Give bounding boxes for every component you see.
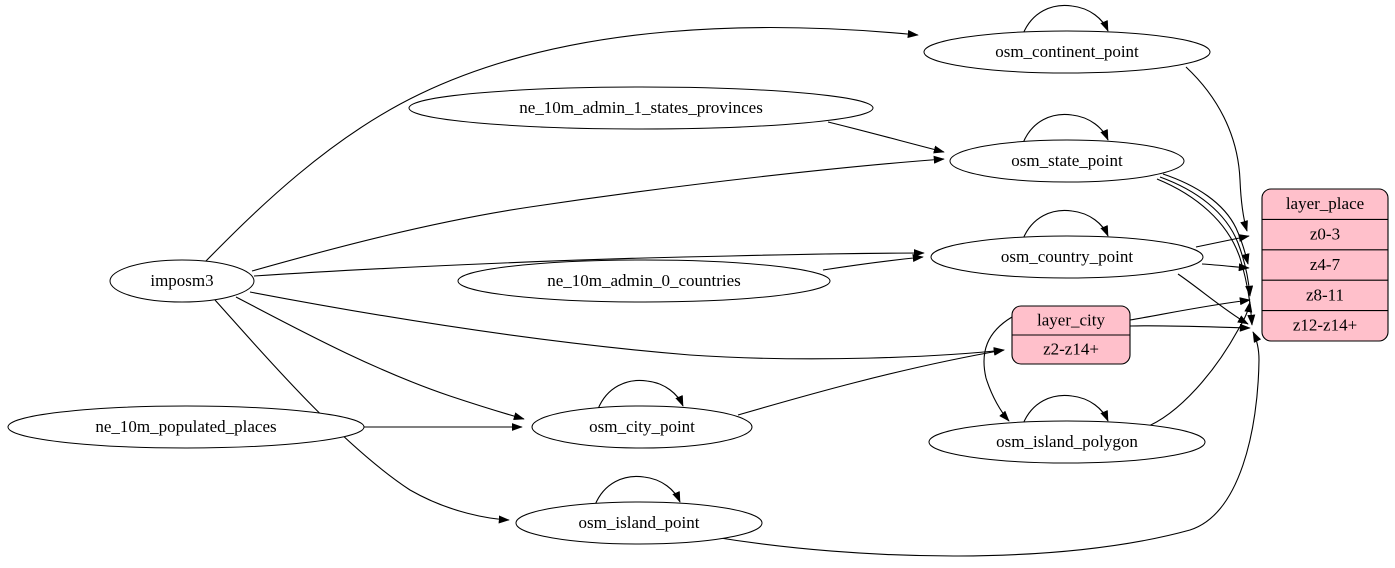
record-layer: layer_city z2-z14+ layer_place z0-3 z4-7 z8-1… — [1011, 188, 1389, 365]
edge-selfloop-osm_continent_point — [1022, 4, 1109, 35]
node-label-osm_city_point: osm_city_point — [589, 417, 695, 436]
node-imposm3[interactable]: imposm3 — [109, 259, 255, 303]
node-ne_countries[interactable]: ne_10m_admin_0_countries — [457, 259, 831, 303]
node-label-osm_island_polygon: osm_island_polygon — [996, 432, 1138, 451]
edge-osm_country_point-to-layer_place-z12-z14+ — [1177, 273, 1249, 325]
node-shape-ne_countries — [457, 259, 831, 303]
edge-selfloop-osm_country_point — [1022, 209, 1109, 240]
record-row-layer_city-1[interactable]: z2-z14+ — [1043, 339, 1099, 358]
node-ne_populated[interactable]: ne_10m_populated_places — [7, 405, 365, 449]
record-row-layer_place-3[interactable]: z8-11 — [1306, 285, 1344, 304]
node-osm_state_point[interactable]: osm_state_point — [949, 139, 1185, 183]
node-shape-ne_states — [408, 86, 874, 130]
edge-imposm3-to-osm_city_point — [235, 296, 525, 421]
node-osm_island_point[interactable]: osm_island_point — [515, 501, 763, 545]
node-osm_island_polygon[interactable]: osm_island_polygon — [928, 420, 1206, 464]
edge-osm_island_polygon-to-layer_place-z8-11 — [1143, 301, 1253, 429]
node-shape-osm_island_polygon — [928, 420, 1206, 464]
edge-imposm3-to-layer_city — [249, 291, 1005, 360]
node-shape-osm_state_point — [949, 139, 1185, 183]
edge-imposm3-to-osm_island_point — [214, 299, 510, 524]
record-row-layer_place-1[interactable]: z0-3 — [1310, 225, 1340, 244]
edge-layer_city-to-layer_place-z8-11 — [1129, 297, 1251, 321]
node-label-ne_countries: ne_10m_admin_0_countries — [547, 271, 741, 290]
node-shape-osm_city_point — [531, 405, 753, 449]
edge-osm_country_point-to-layer_place-z0-3 — [1195, 234, 1250, 248]
record-box-layer_place — [1261, 188, 1389, 342]
edge-osm_state_point-to-layer_place-z4-7 — [1162, 173, 1250, 265]
record-layer_city[interactable]: layer_city z2-z14+ — [1011, 305, 1131, 365]
node-label-osm_state_point: osm_state_point — [1011, 151, 1123, 170]
node-ne_states[interactable]: ne_10m_admin_1_states_provinces — [408, 86, 874, 130]
node-shape-ne_populated — [7, 405, 365, 449]
edge-osm_state_point-to-layer_place-z8-11 — [1159, 176, 1254, 297]
edge-osm_continent_point-to-layer_place-z0-3 — [1185, 66, 1248, 232]
node-osm_continent_point[interactable]: osm_continent_point — [923, 30, 1211, 74]
edge-ne_countries-to-osm_country_point — [822, 254, 924, 271]
record-layer_place[interactable]: layer_place z0-3 z4-7 z8-11 z12-z14+ — [1261, 188, 1389, 342]
node-shape-osm_country_point — [930, 235, 1204, 279]
edge-layer_city-to-layer_place-z12-z14+ — [1129, 323, 1251, 332]
node-osm_country_point[interactable]: osm_country_point — [930, 235, 1204, 279]
edge-ne_states-to-osm_state_point — [827, 121, 945, 154]
edge-selfloop-osm_city_point — [597, 379, 684, 410]
edge-selfloop-osm_island_polygon — [1022, 394, 1109, 425]
node-label-osm_country_point: osm_country_point — [1001, 247, 1133, 266]
record-row-layer_place-2[interactable]: z4-7 — [1310, 255, 1341, 274]
edge-layer_city-to-osm_island_polygon — [983, 316, 1013, 422]
edge-osm_island_point-to-layer_place-z12-z14+ — [713, 331, 1262, 557]
edge-imposm3-to-osm_continent_point — [204, 26, 919, 263]
edge-imposm3-to-osm_country_point — [253, 249, 925, 277]
edge-imposm3-to-osm_state_point — [251, 155, 945, 272]
node-label-imposm3: imposm3 — [150, 271, 213, 290]
edge-osm_country_point-to-layer_place-z4-7 — [1201, 263, 1250, 272]
node-label-ne_populated: ne_10m_populated_places — [95, 417, 276, 436]
node-shape-osm_island_point — [515, 501, 763, 545]
record-header-layer_city: layer_city — [1037, 310, 1105, 329]
node-label-osm_continent_point: osm_continent_point — [995, 42, 1139, 61]
node-shape-imposm3 — [109, 259, 255, 303]
node-label-osm_island_point: osm_island_point — [579, 513, 700, 532]
record-row-layer_place-4[interactable]: z12-z14+ — [1293, 316, 1357, 335]
edge-osm_city_point-to-layer_city — [737, 347, 1005, 416]
edge-layer — [204, 4, 1262, 557]
edge-selfloop-osm_island_point — [594, 475, 681, 506]
edge-selfloop-osm_state_point — [1022, 113, 1109, 144]
node-layer: imposm3 ne_10m_admin_1_states_provincesne… — [7, 30, 1211, 545]
node-label-ne_states: ne_10m_admin_1_states_provinces — [519, 98, 763, 117]
node-shape-osm_continent_point — [923, 30, 1211, 74]
node-osm_city_point[interactable]: osm_city_point — [531, 405, 753, 449]
record-header-layer_place: layer_place — [1286, 194, 1364, 213]
